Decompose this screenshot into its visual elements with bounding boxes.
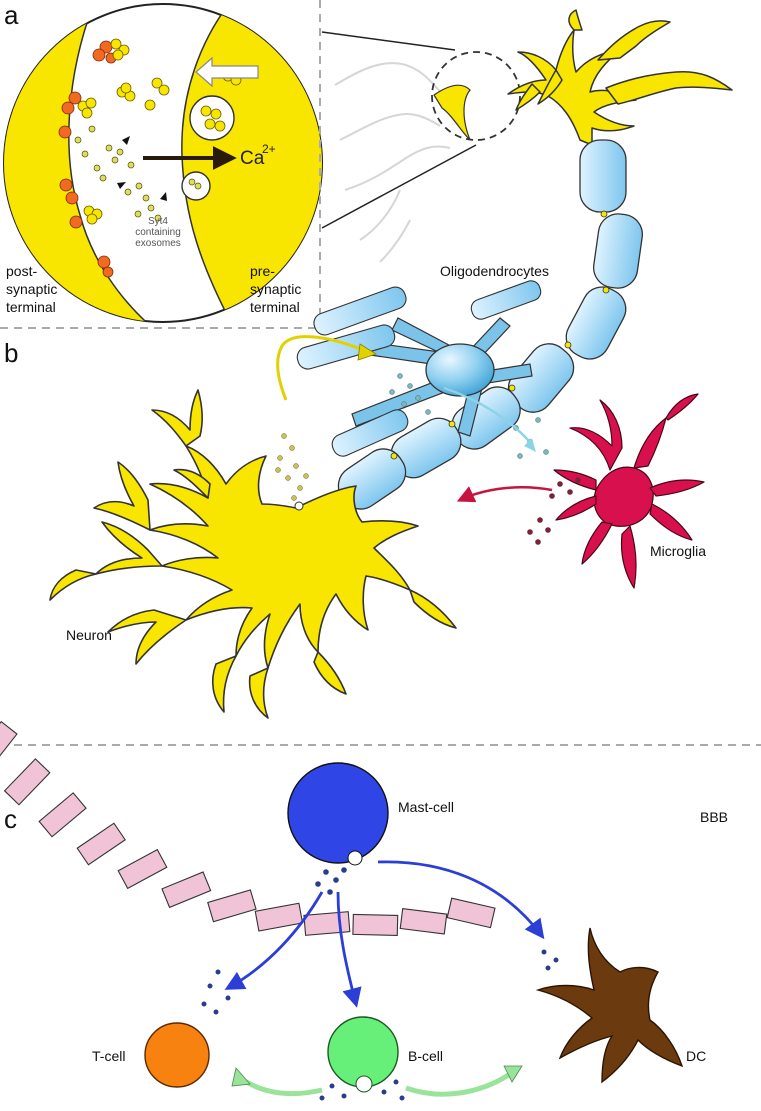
ghost-dendrite bbox=[334, 62, 451, 263]
synapse-inset: Ca 2+ Syt4 containing exosomes post- syn… bbox=[3, 3, 323, 323]
node-of-ranvier bbox=[390, 210, 610, 460]
microglia-exosomes bbox=[527, 477, 581, 545]
mast-to-dc-arrow bbox=[377, 860, 545, 940]
post-synaptic-label: post- bbox=[6, 263, 37, 279]
mast-cell-release-pocket bbox=[347, 850, 363, 866]
oligodendrocyte-to-neuron-arrow bbox=[276, 335, 369, 401]
bbb-endothelial-cell bbox=[76, 822, 126, 866]
oligodendrocyte-to-microglia-arrowhead bbox=[524, 438, 536, 452]
bcell-to-dc-arrow bbox=[405, 1071, 512, 1097]
oligodendrocytes-label: Oligodendrocytes bbox=[440, 263, 549, 279]
axon-terminal-fragment bbox=[433, 84, 471, 141]
zoom-line bbox=[321, 31, 456, 51]
syt4-label: containing bbox=[135, 227, 181, 238]
neuron-label: Neuron bbox=[66, 627, 112, 643]
zoom-line bbox=[321, 144, 477, 229]
target-exosomes bbox=[201, 949, 559, 1101]
microglia-cell bbox=[553, 393, 705, 589]
mast-to-tcell-arrow bbox=[224, 891, 324, 990]
bbb-endothelial-cell bbox=[161, 871, 212, 909]
calcium-label: Ca bbox=[240, 148, 265, 169]
calcium-charge: 2+ bbox=[262, 142, 276, 156]
mast-cell-exosomes bbox=[315, 867, 347, 895]
bcell-to-dc-arrowhead bbox=[503, 1065, 523, 1083]
membrane-pocket bbox=[189, 95, 235, 141]
bbb-endothelial-cell bbox=[446, 897, 496, 929]
bbb-endothelial-cell bbox=[3, 758, 51, 806]
arrowhead-marker bbox=[122, 136, 130, 145]
post-synaptic-region bbox=[4, 4, 158, 322]
oligodendrocyte-body bbox=[425, 343, 495, 397]
zoom-circle bbox=[431, 51, 521, 141]
neuron-dendrite-top bbox=[507, 9, 733, 146]
bbb-endothelial-cell bbox=[0, 720, 18, 770]
syt4-label: Syt4 bbox=[148, 216, 168, 227]
pre-synaptic-label: pre- bbox=[250, 263, 275, 279]
pre-synaptic-label: terminal bbox=[250, 299, 300, 315]
mast-to-bcell-arrow bbox=[336, 891, 362, 1008]
post-synaptic-label: synaptic bbox=[6, 281, 57, 297]
pre-synaptic-label: synaptic bbox=[250, 281, 301, 297]
exosome-dots bbox=[74, 125, 202, 222]
bbb-endothelial-cell bbox=[254, 902, 304, 932]
syt4-label: exosomes bbox=[135, 238, 181, 249]
arrowhead-marker bbox=[160, 192, 167, 201]
panel-label-b: b bbox=[4, 338, 18, 368]
bbb-endothelial-cell bbox=[303, 911, 351, 936]
panel-label-c: c bbox=[4, 804, 17, 834]
mast-cell bbox=[287, 762, 389, 864]
microglia-to-neuron-arrow bbox=[456, 485, 553, 503]
post-synaptic-label: terminal bbox=[6, 299, 56, 315]
t-cell bbox=[144, 1022, 210, 1088]
dendritic-cell bbox=[535, 927, 684, 1084]
arrowhead-marker bbox=[117, 182, 126, 189]
bbb-endothelial-cell bbox=[117, 848, 168, 890]
bbb-endothelial-cell bbox=[207, 889, 257, 923]
blood-brain-barrier bbox=[0, 720, 496, 936]
bcell-to-tcell-arrow bbox=[238, 1075, 323, 1097]
neuron-cell bbox=[49, 389, 457, 719]
bbb-endothelial-cell bbox=[38, 792, 87, 838]
axon-segments bbox=[296, 280, 542, 457]
dc-label: DC bbox=[686, 1048, 706, 1064]
bbb-endothelial-cell bbox=[352, 913, 399, 936]
microglia-label: Microglia bbox=[650, 543, 706, 559]
oligodendrocyte-to-neuron-arrowhead bbox=[357, 343, 377, 361]
neuron-release-pocket bbox=[294, 501, 304, 511]
oligodendrocyte-to-microglia-arrow bbox=[443, 386, 531, 443]
b-cell-label: B-cell bbox=[408, 1048, 443, 1064]
bcell-to-tcell-arrowhead bbox=[231, 1067, 251, 1087]
panel-label-a: a bbox=[4, 0, 19, 30]
t-cell-label: T-cell bbox=[92, 1048, 125, 1064]
pre-synaptic-region bbox=[181, 4, 322, 322]
mast-cell-label: Mast-cell bbox=[398, 799, 454, 815]
bbb-endothelial-cell bbox=[399, 907, 448, 935]
vesicle-cluster bbox=[77, 38, 242, 225]
neuron-exosomes bbox=[275, 433, 309, 501]
hollow-arrow bbox=[195, 56, 259, 88]
bbb-label: BBB bbox=[700, 809, 728, 825]
b-cell-release-pocket bbox=[355, 1075, 373, 1093]
